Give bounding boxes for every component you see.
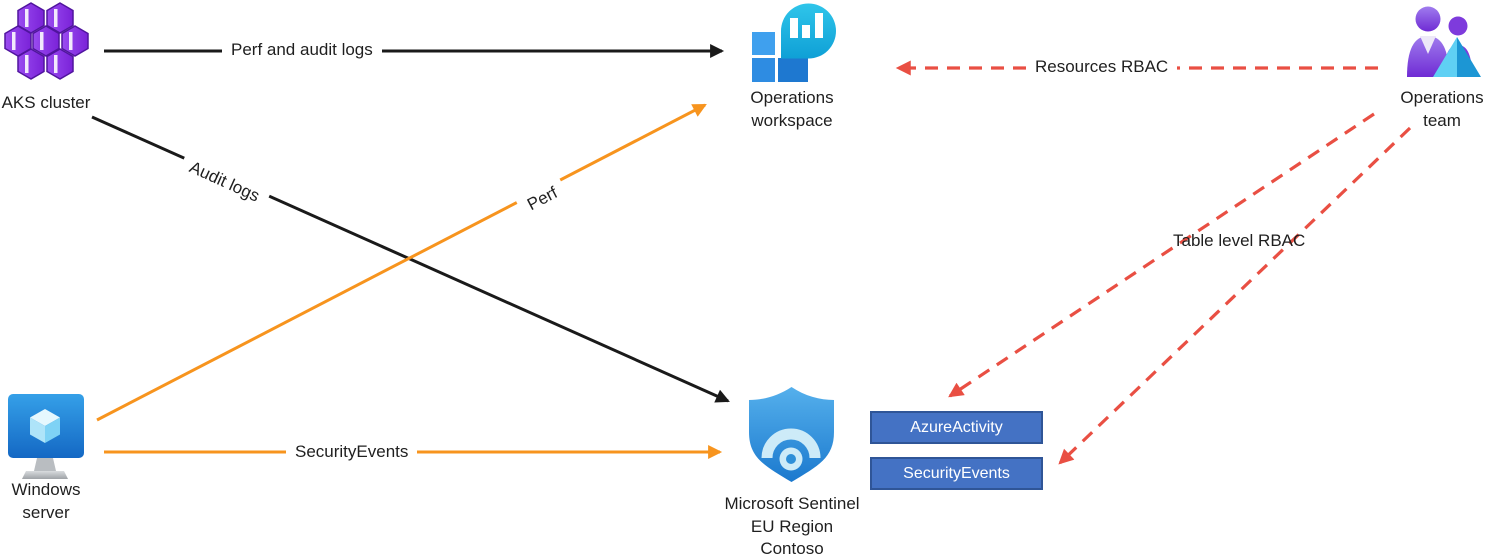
windows-server-label: Windows server [0,479,98,524]
log-analytics-workspace-icon [752,3,836,82]
microsoft-sentinel-label-line3: Contoso [760,539,824,556]
windows-server-icon [8,394,84,479]
table-box-azureactivity: AzureActivity [870,411,1043,444]
edge-label-perf-and-audit-logs: Perf and audit logs [222,39,382,61]
operations-team-label-line1: Operations [1400,88,1484,107]
edge-label-resources-rbac: Resources RBAC [1026,56,1178,78]
table-box-securityevents: SecurityEvents [870,457,1043,490]
operations-team-label: Operations team [1384,87,1487,132]
aks-cluster-icon [4,2,89,80]
operations-workspace-label-line2: workspace [751,110,833,130]
table-box-label: AzureActivity [910,418,1003,436]
operations-team-label-line2: team [1423,110,1461,130]
microsoft-sentinel-label-line1: Microsoft Sentinel [724,494,860,513]
edge-label-security-events: SecurityEvents [286,441,418,463]
aks-cluster-label: AKS cluster [1,93,91,112]
operations-workspace-label: Operations workspace [720,87,864,132]
windows-server-label-line1: Windows [11,480,81,499]
arrow-perf [96,103,707,422]
table-box-label: SecurityEvents [903,464,1010,482]
sentinel-shield-icon [749,387,834,482]
edge-label-table-level-rbac: Table level RBAC [1173,231,1306,250]
microsoft-sentinel-label: Microsoft Sentinel EU Region Contoso [712,493,872,556]
operations-team-icon [1407,6,1481,77]
operations-workspace-label-line1: Operations [750,88,834,107]
arrow-table-rbac-securityevents [1058,126,1412,465]
arrow-table-rbac-azureactivity [948,112,1375,398]
microsoft-sentinel-label-line2: EU Region [750,516,834,536]
windows-server-label-line2: server [22,502,70,522]
